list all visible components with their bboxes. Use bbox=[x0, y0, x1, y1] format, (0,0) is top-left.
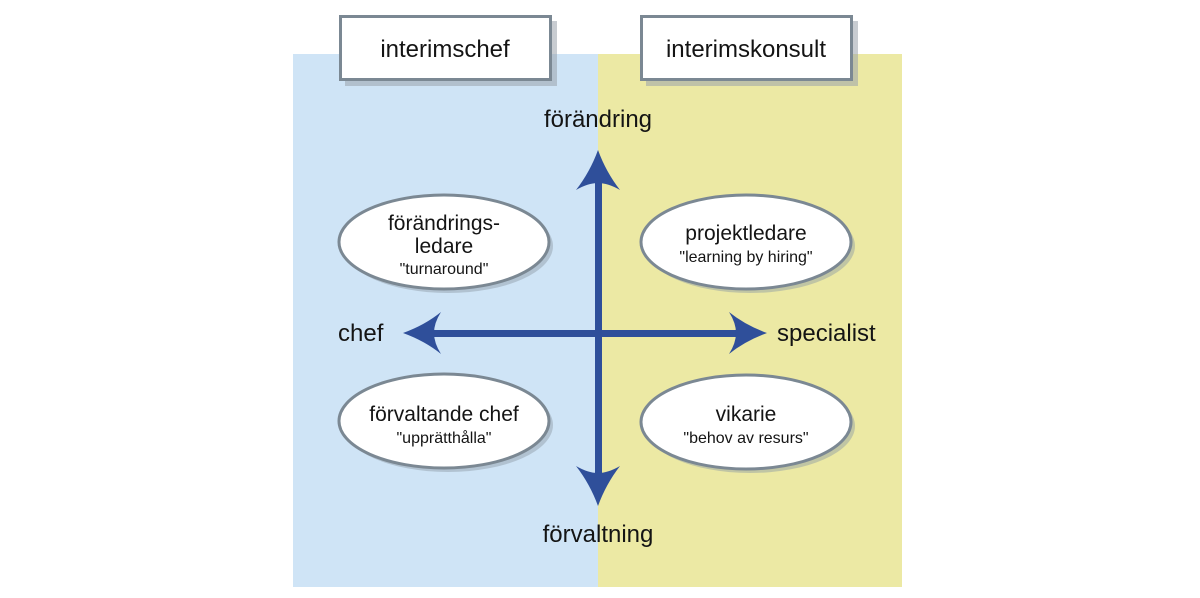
quadrant-bottom-left: förvaltande chef "upprätthålla" bbox=[337, 372, 553, 472]
quadrant-bottom-left-title: förvaltande chef bbox=[369, 403, 519, 426]
quadrant-bottom-right-quote: "behov av resurs" bbox=[683, 430, 808, 447]
quadrant-bottom-right: vikarie "behov av resurs" bbox=[639, 373, 855, 473]
quadrant-top-left-title-2: ledare bbox=[415, 235, 473, 258]
header-box-left: interimschef bbox=[339, 15, 557, 86]
header-interimskonsult: interimskonsult bbox=[666, 36, 826, 63]
quadrant-bottom-left-quote: "upprätthålla" bbox=[397, 429, 492, 447]
quadrant-top-left: förändrings- ledare "turnaround" bbox=[337, 193, 553, 293]
quadrant-top-right: projektledare "learning by hiring" bbox=[639, 193, 855, 293]
quadrant-top-right-title: projektledare bbox=[685, 222, 806, 245]
horizontal-axis-line bbox=[432, 330, 738, 337]
axis-label-bottom: förvaltning bbox=[543, 521, 654, 548]
header-interimschef: interimschef bbox=[380, 36, 510, 63]
axis-label-top: förändring bbox=[544, 106, 652, 133]
axes bbox=[403, 150, 767, 506]
axis-label-right: specialist bbox=[777, 320, 876, 347]
arrow-up-icon bbox=[576, 150, 620, 190]
arrow-down-icon bbox=[576, 466, 620, 506]
header-box-right: interimskonsult bbox=[640, 15, 858, 86]
left-panel-interimschef bbox=[293, 54, 598, 587]
quadrant-top-left-quote: "turnaround" bbox=[400, 261, 489, 278]
quadrant-top-right-quote: "learning by hiring" bbox=[679, 249, 812, 266]
quadrant-bottom-right-title: vikarie bbox=[716, 403, 777, 426]
vertical-axis-line bbox=[595, 180, 602, 476]
axis-label-left: chef bbox=[338, 320, 384, 347]
arrow-left-icon bbox=[403, 312, 441, 354]
arrow-right-icon bbox=[729, 312, 767, 354]
right-panel-interimskonsult bbox=[598, 54, 902, 587]
quadrant-top-left-title-1: förändrings- bbox=[388, 212, 500, 235]
